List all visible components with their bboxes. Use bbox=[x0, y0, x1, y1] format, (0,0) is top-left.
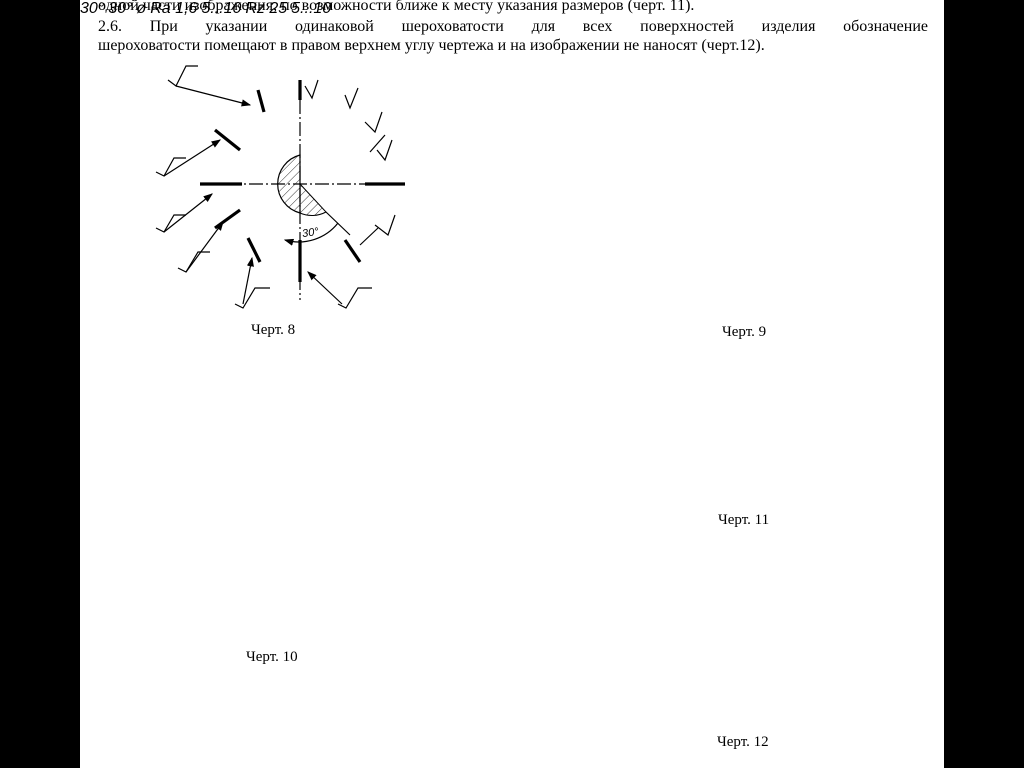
angle-label: 30° bbox=[301, 226, 320, 240]
paragraph-line: 2.6. При указании одинаковой шероховатос… bbox=[98, 18, 928, 35]
document-page: одной части изображения, по возможности … bbox=[80, 0, 944, 768]
dimension-label: 5...10 bbox=[291, 0, 332, 17]
figure-11: ø Ra 1,6 bbox=[136, 0, 201, 17]
figure-caption: Черт. 10 bbox=[246, 649, 298, 665]
paragraph-line: шероховатости помещают в правом верхнем … bbox=[98, 37, 765, 54]
paragraph-line: одной части изображения, по возможности … bbox=[98, 0, 695, 14]
figure-10: 30° bbox=[108, 0, 136, 17]
figure-12: 5...10 Rz 25 5...10 bbox=[201, 0, 331, 17]
figure-8: 30° bbox=[155, 65, 405, 309]
figure-9: 30° bbox=[80, 0, 108, 17]
diameter-label: ø bbox=[136, 0, 147, 17]
drawings: 30° bbox=[155, 65, 405, 309]
roughness-label: Ra 1,6 bbox=[150, 0, 198, 17]
dimension-label: 5...10 bbox=[201, 0, 242, 17]
figure-caption: Черт. 12 bbox=[717, 734, 769, 750]
roughness-label: Rz 25 bbox=[245, 0, 288, 17]
angle-label: 30° bbox=[80, 0, 105, 17]
figure-caption: Черт. 8 bbox=[251, 322, 296, 338]
angle-label: 30° bbox=[108, 0, 133, 17]
figure-caption: Черт. 11 bbox=[718, 512, 770, 528]
figure-caption: Черт. 9 bbox=[722, 324, 767, 340]
